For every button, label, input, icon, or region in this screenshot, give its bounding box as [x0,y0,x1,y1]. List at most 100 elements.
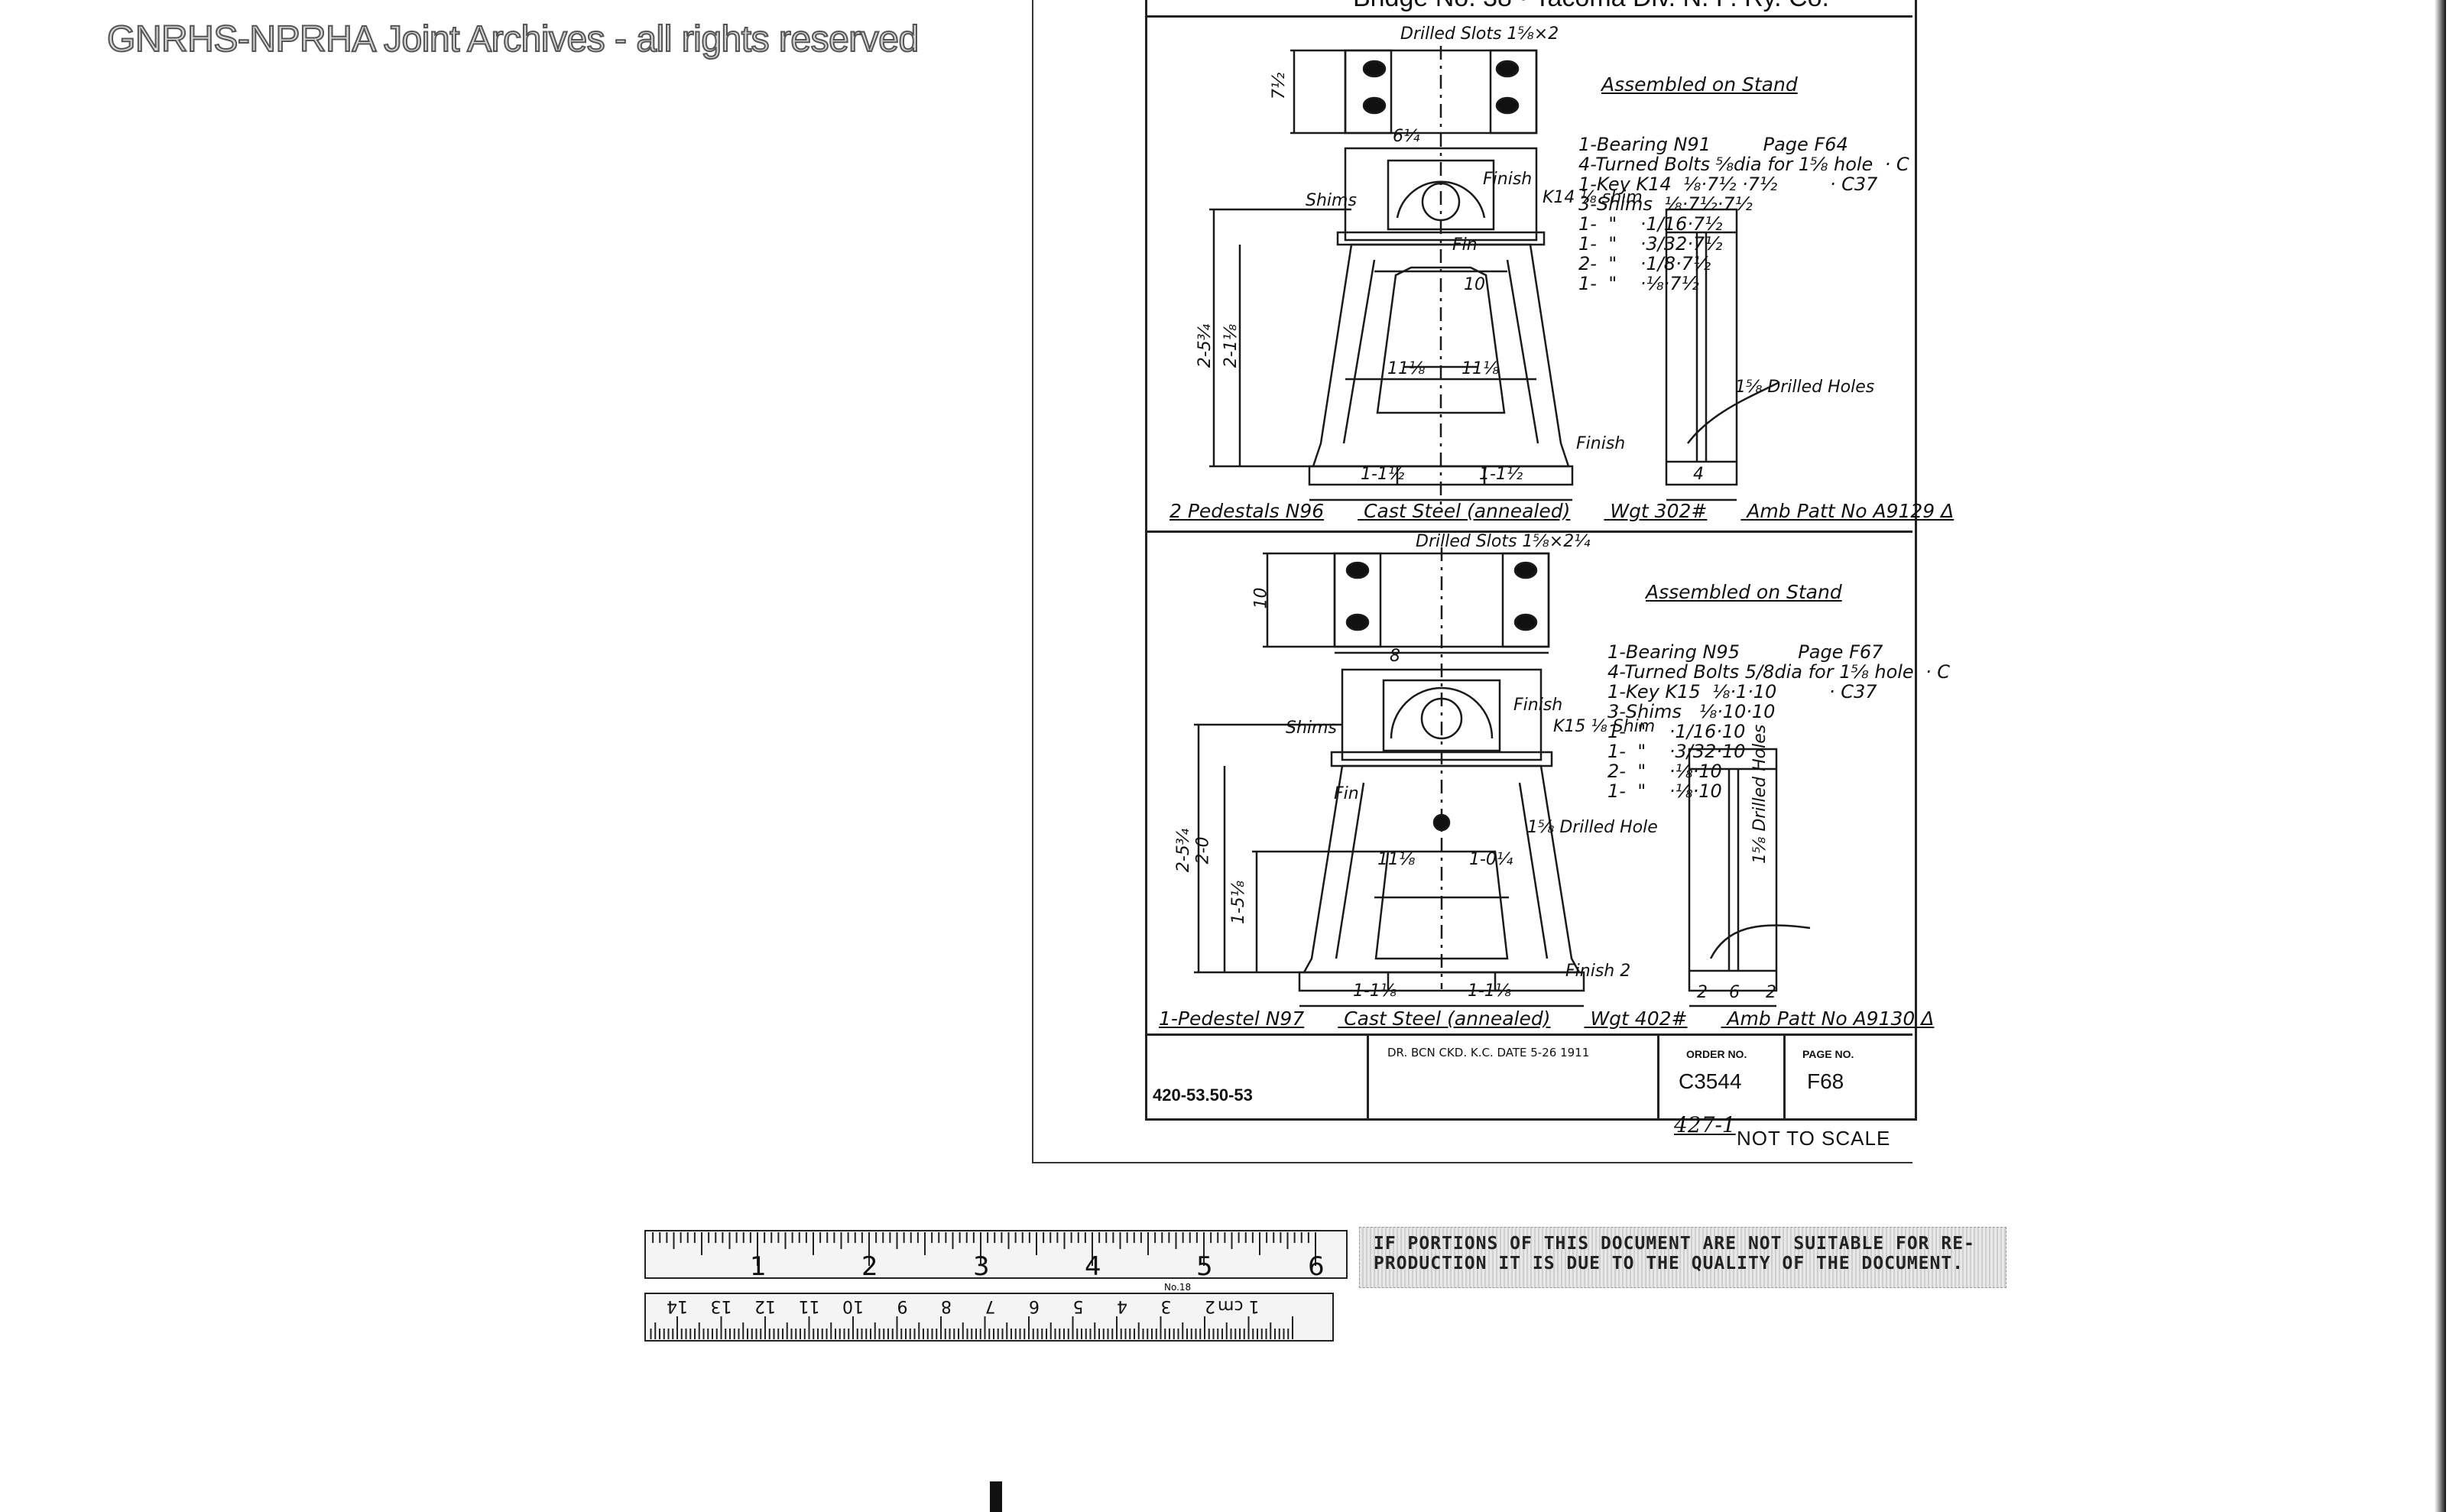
pedestal-n96-drawing [1209,46,1780,512]
cm-label: 10 [842,1296,864,1316]
drawn-checked-date: DR. BCN CKD. K.C. DATE 5-26 1911 [1387,1046,1590,1059]
cm-label: 8 [941,1296,952,1316]
top-dim-half-b: 11⅛ [1461,359,1500,378]
bottom-dim-height-total: 2-5¾ [1174,828,1194,873]
bottom-dim-web-b: 6 [1729,983,1740,1002]
bottom-caption: 1-Pedestel N97 Cast Steel (annealed) Wgt… [1159,1007,1968,1030]
header-divider [1145,15,1912,18]
cm-label: 5 [1073,1296,1084,1316]
bottom-dim-half-b: 1-0¼ [1469,850,1513,869]
top-assembly-list: Assembled on Stand 1-Bearing N91 Page F6… [1578,35,1909,313]
bottom-drilled-hole-label: 1⅝ Drilled Hole [1527,818,1658,837]
bottom-fin-label: Fin [1334,784,1359,803]
title-block-drawn-cell [1367,1036,1659,1118]
title-block: ORDER NO. C3544 PAGE NO. F68 [1145,1033,1912,1118]
top-caption-weight: Wgt 302# [1610,500,1708,522]
bottom-dim-side: 8 [1390,647,1400,666]
bottom-finish-label: Finish [1513,696,1563,715]
top-shims-label: Shims [1306,191,1357,210]
notice-line-1: IF PORTIONS OF THIS DOCUMENT ARE NOT SUI… [1374,1234,1975,1254]
bottom-assembly-heading: Assembled on Stand [1646,581,1842,603]
inch-scale [644,1230,1348,1279]
bottom-dim-base-b: 1-1⅛ [1468,982,1512,1001]
bottom-drilled-holes-label: 1⅝ Drilled Holes [1750,724,1770,864]
not-to-scale-label: NOT TO SCALE [1737,1127,1891,1150]
bottom-dim-half-a: 11⅛ [1377,850,1416,869]
cm-label: 14 [667,1296,688,1316]
order-no-value: C3544 [1679,1069,1742,1093]
quality-notice-stamp: IF PORTIONS OF THIS DOCUMENT ARE NOT SUI… [1359,1227,2006,1288]
inch-label: 4 [1085,1251,1101,1282]
bottom-assembly-lines: 1-Bearing N95 Page F67 4-Turned Bolts 5/… [1607,641,1950,802]
top-fin-label: Fin [1452,235,1478,255]
handwritten-mark: 427-1 [1674,1112,1736,1137]
inch-label: 6 [1308,1251,1325,1282]
bottom-dim-height-body: 2-0 [1193,836,1213,865]
top-drilled-slots-label: Drilled Slots 1⅝×2 [1400,24,1559,44]
ruler-maker: No.18 [1164,1282,1191,1293]
cm-label: 2 [1205,1296,1215,1316]
notice-line-2: PRODUCTION IT IS DUE TO THE QUALITY OF T… [1374,1254,1964,1274]
cm-label: 11 [799,1296,820,1316]
drawing-frame [1145,0,1917,1121]
top-dim-height-body: 2-1⅛ [1221,323,1241,368]
pedestal-n97-drawing [1194,547,1811,1007]
page-no-label: PAGE NO. [1802,1048,1854,1060]
top-dim-web: 4 [1693,465,1704,484]
top-drilled-holes-label: 1⅝ Drilled Holes [1735,378,1875,397]
bottom-drilled-slots-label: Drilled Slots 1⅝×2¼ [1416,532,1591,551]
top-dim-base-b: 1-1½ [1479,465,1523,484]
top-dim-side: 6¼ [1393,127,1420,146]
inch-label: 3 [973,1251,990,1282]
scan-edge-right [2408,0,2446,1512]
bottom-dim-web-c: 2 [1766,983,1776,1002]
bottom-shim-note: K15 ⅛ Shim [1553,717,1656,736]
inch-label: 5 [1196,1251,1213,1282]
cm-label: 9 [897,1296,908,1316]
bottom-caption-material: Cast Steel (annealed) [1344,1007,1551,1030]
top-finish-bottom-label: Finish [1576,434,1626,453]
top-dim-center: 10 [1464,275,1485,294]
archive-watermark: GNRHS-NPRHA Joint Archives - all rights … [106,18,920,60]
title-block-order-cell [1657,1036,1786,1118]
bottom-shims-label: Shims [1286,719,1337,738]
cm-label: 13 [711,1296,732,1316]
top-caption-qty: 2 Pedestals N96 [1169,500,1325,522]
cm-label: 1 cm [1218,1296,1260,1316]
cm-label: 3 [1161,1296,1172,1316]
page-no-value: F68 [1807,1069,1844,1093]
order-no-label: ORDER NO. [1686,1048,1747,1060]
bottom-dim-lower: 1-5⅛ [1229,880,1249,925]
top-dim-top: 7½ [1270,72,1290,100]
top-finish-label: Finish [1483,170,1533,189]
scan-mark [990,1481,1002,1512]
bottom-caption-qty: 1-Pedestel N97 [1159,1007,1305,1030]
inch-label: 2 [861,1251,878,1282]
top-assembly-heading: Assembled on Stand [1601,73,1798,96]
top-assembly-lines: 1-Bearing N91 Page F64 4-Turned Bolts ⅝d… [1578,134,1909,294]
inch-label: 1 [750,1251,767,1282]
top-caption-material: Cast Steel (annealed) [1364,500,1571,522]
cm-label: 12 [754,1296,776,1316]
bottom-caption-pattern: Amb Patt No A9130 Δ [1727,1007,1935,1030]
top-dim-height-total: 2-5¾ [1195,323,1215,368]
title-block-page-cell [1783,1036,1915,1118]
cm-label: 6 [1029,1296,1040,1316]
cm-label: 4 [1117,1296,1127,1316]
sheet-title: Bridge No. 38 · Tacoma Div. N. P. Ry. Co… [1353,0,1829,13]
bottom-dim-top: 10 [1251,587,1271,609]
bottom-dim-web-a: 2 [1697,983,1708,1002]
scanned-sheet-edge [1032,0,1912,1163]
bottom-dim-base-a: 1-1⅛ [1353,982,1397,1001]
top-dim-base-a: 1-1½ [1361,465,1405,484]
top-caption-pattern: Amb Patt No A9129 Δ [1747,500,1955,522]
top-caption: 2 Pedestals N96 Cast Steel (annealed) Wg… [1169,500,1987,522]
bottom-caption-weight: Wgt 402# [1590,1007,1688,1030]
top-shim-note: K14 ⅛ shim [1543,188,1643,207]
cm-label: 7 [985,1296,996,1316]
drawing-number: 420-53.50-53 [1153,1085,1253,1105]
bottom-finish-bottom-label: Finish 2 [1565,962,1631,981]
bottom-assembly-list: Assembled on Stand 1-Bearing N95 Page F6… [1607,543,1950,821]
detail-divider [1145,530,1912,533]
